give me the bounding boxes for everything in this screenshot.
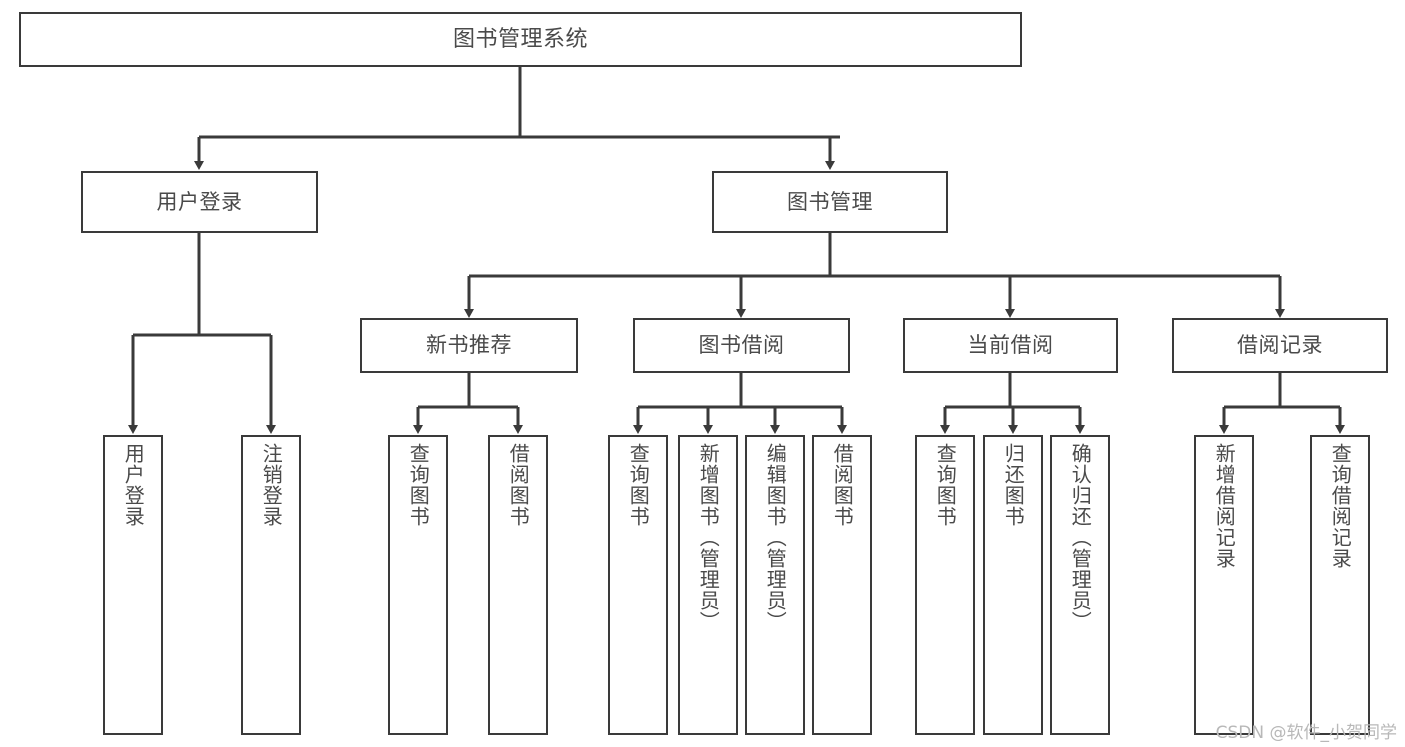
node-borrow-record-label: 借阅记录 — [1237, 333, 1323, 358]
node-leaf-label: 新增借阅记录 — [1212, 443, 1237, 569]
node-user-login[interactable]: 用户登录 — [81, 171, 318, 233]
node-new-book-recommend-label: 新书推荐 — [426, 333, 512, 358]
node-leaf-label: 查询图书 — [626, 443, 651, 527]
node-book-manage-label: 图书管理 — [787, 189, 873, 214]
node-book-borrow-label: 图书借阅 — [698, 333, 785, 358]
node-leaf-user-login-2[interactable]: 注销登录 — [241, 435, 301, 735]
node-leaf-current-borrow-2[interactable]: 归还图书 — [983, 435, 1043, 735]
node-current-borrow-label: 当前借阅 — [967, 333, 1054, 358]
node-leaf-book-borrow-4[interactable]: 借阅图书 — [812, 435, 872, 735]
node-leaf-book-borrow-3[interactable]: 编辑图书（管理员） — [745, 435, 805, 735]
node-leaf-book-borrow-1[interactable]: 查询图书 — [608, 435, 668, 735]
node-leaf-label: 借阅图书 — [830, 443, 855, 527]
node-leaf-label: 编辑图书（管理员） — [763, 443, 788, 632]
node-leaf-borrow-record-1[interactable]: 新增借阅记录 — [1194, 435, 1254, 735]
node-root-label: 图书管理系统 — [452, 26, 588, 52]
node-leaf-new-book-1[interactable]: 查询图书 — [388, 435, 448, 735]
node-borrow-record[interactable]: 借阅记录 — [1172, 318, 1388, 373]
node-leaf-label: 查询借阅记录 — [1328, 443, 1353, 569]
node-new-book-recommend[interactable]: 新书推荐 — [360, 318, 578, 373]
node-leaf-label: 用户登录 — [121, 443, 146, 527]
node-leaf-current-borrow-1[interactable]: 查询图书 — [915, 435, 975, 735]
node-leaf-user-login-1[interactable]: 用户登录 — [103, 435, 163, 735]
node-current-borrow[interactable]: 当前借阅 — [903, 318, 1118, 373]
node-user-login-label: 用户登录 — [156, 189, 243, 214]
node-leaf-new-book-2[interactable]: 借阅图书 — [488, 435, 548, 735]
node-leaf-label: 注销登录 — [259, 443, 284, 527]
node-leaf-borrow-record-2[interactable]: 查询借阅记录 — [1310, 435, 1370, 735]
node-leaf-label: 查询图书 — [933, 443, 958, 527]
node-leaf-label: 借阅图书 — [506, 443, 531, 527]
node-root[interactable]: 图书管理系统 — [19, 12, 1022, 67]
node-leaf-label: 新增图书（管理员） — [696, 443, 721, 632]
node-leaf-current-borrow-3[interactable]: 确认归还（管理员） — [1050, 435, 1110, 735]
node-book-manage[interactable]: 图书管理 — [712, 171, 948, 233]
node-leaf-label: 确认归还（管理员） — [1068, 443, 1093, 632]
node-leaf-book-borrow-2[interactable]: 新增图书（管理员） — [678, 435, 738, 735]
node-leaf-label: 查询图书 — [406, 443, 431, 527]
node-leaf-label: 归还图书 — [1001, 443, 1026, 527]
node-book-borrow[interactable]: 图书借阅 — [633, 318, 850, 373]
